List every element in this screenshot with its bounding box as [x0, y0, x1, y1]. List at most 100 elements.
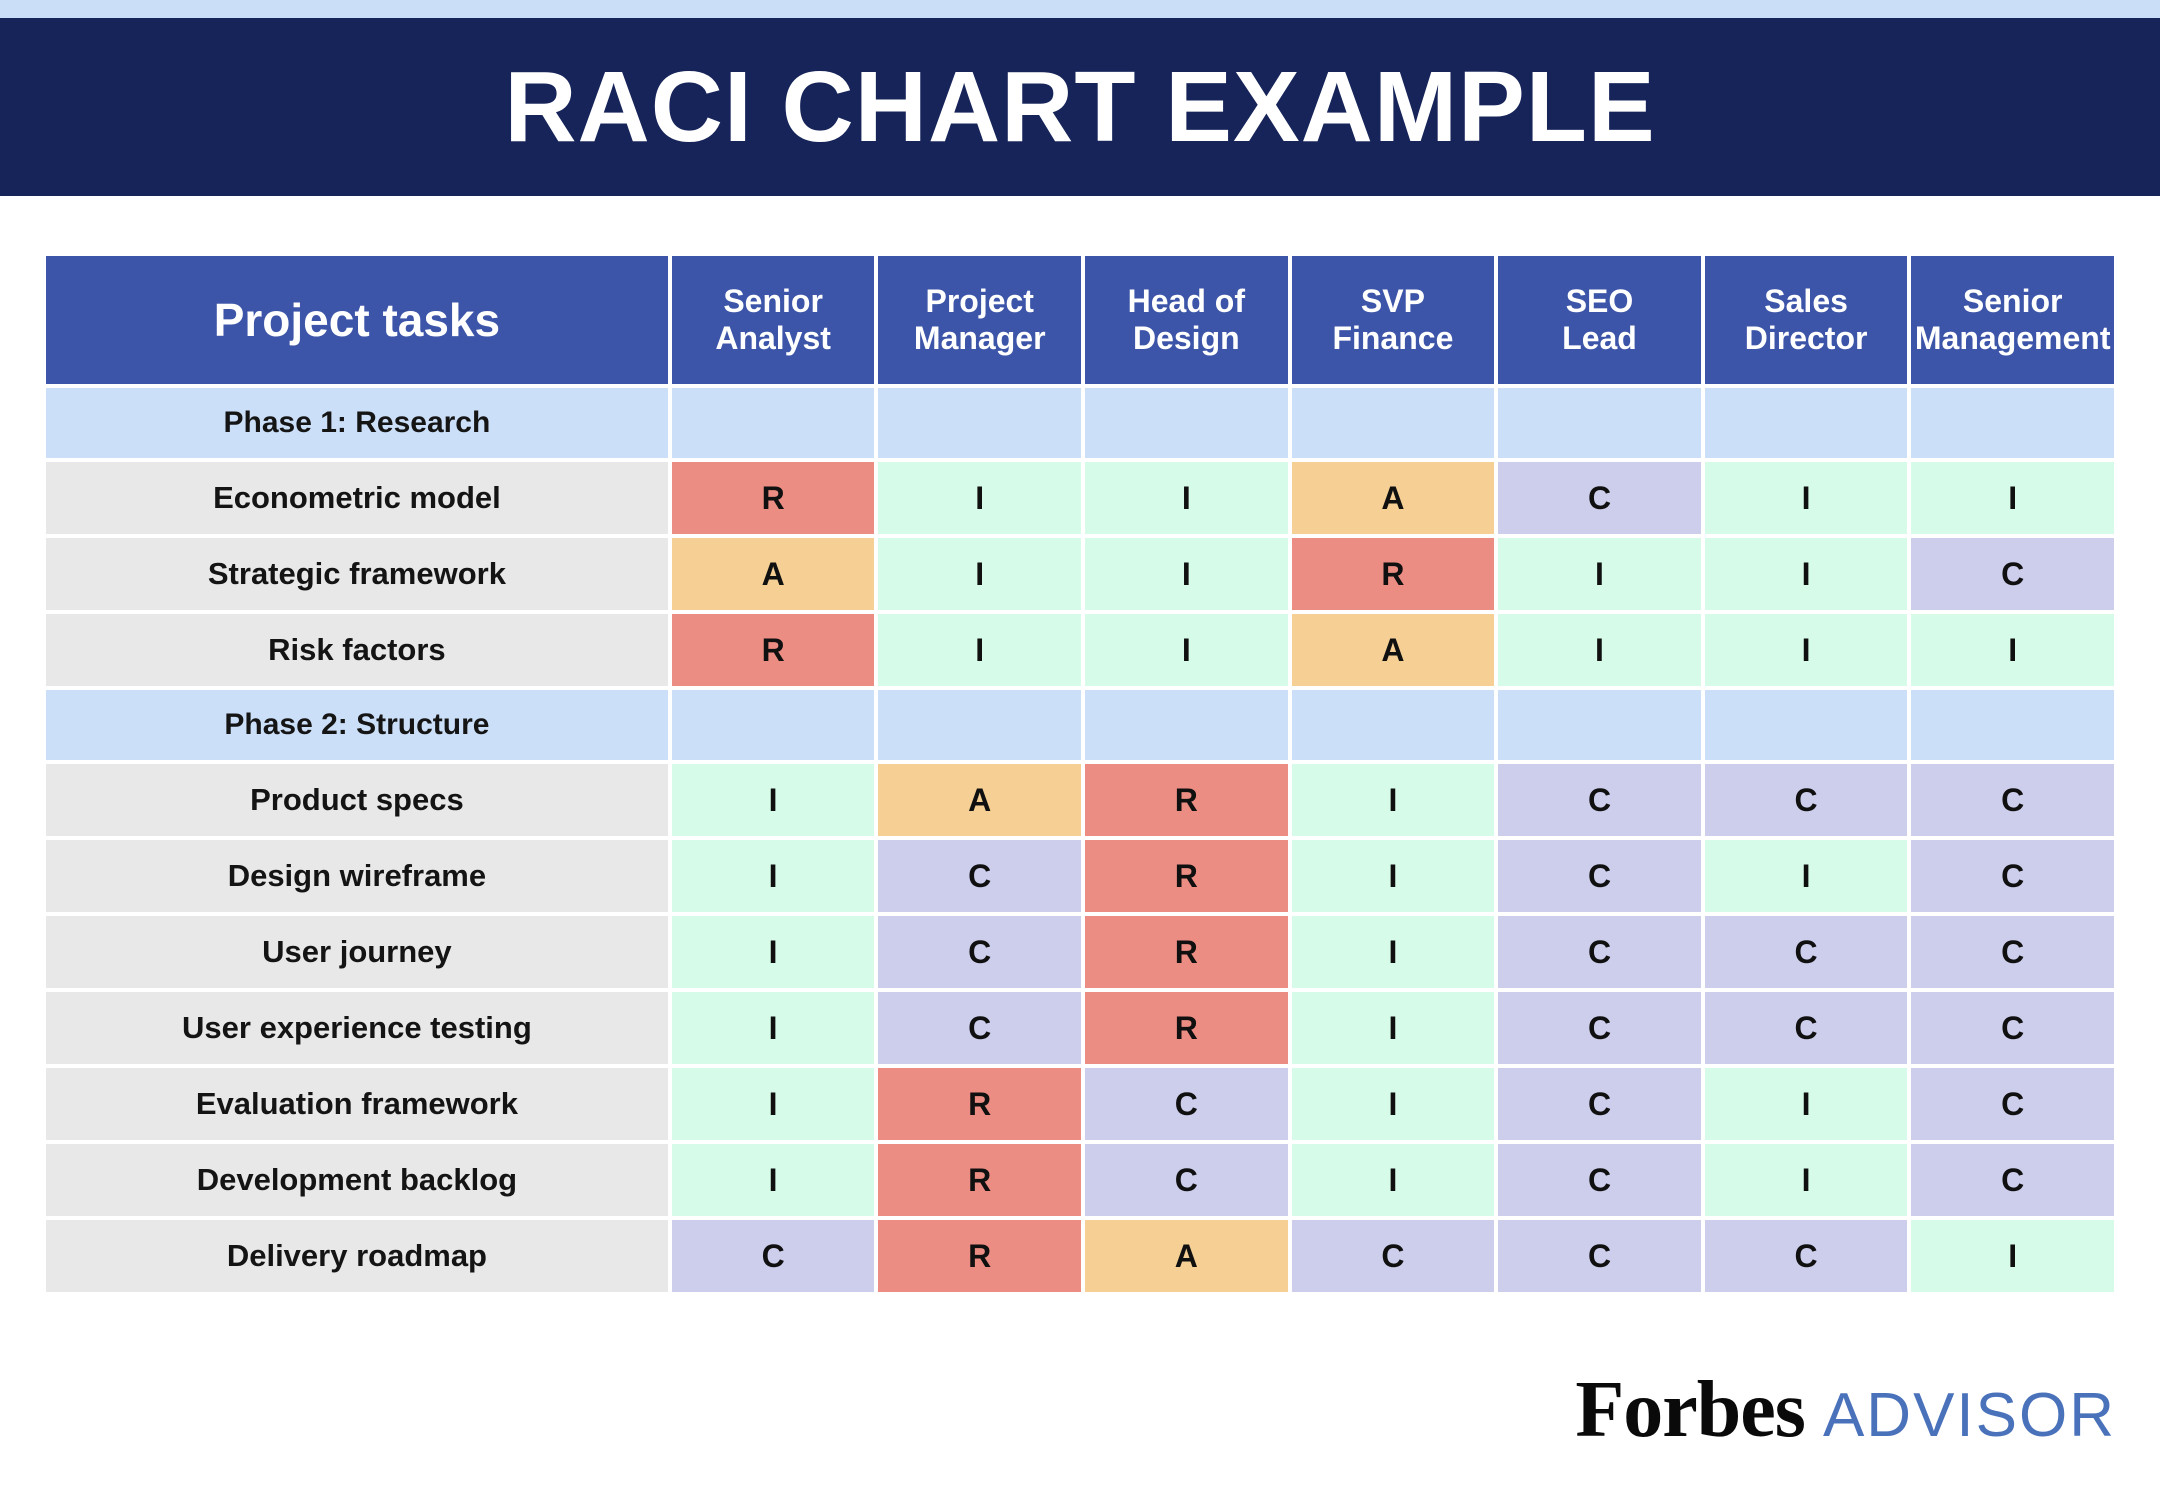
raci-cell-a: A: [671, 538, 875, 610]
column-header-project-manager: Project Manager: [878, 256, 1082, 384]
raci-cell-c: C: [671, 1220, 875, 1292]
raci-cell-c: C: [1498, 1144, 1701, 1216]
raci-cell-i: I: [1291, 1144, 1495, 1216]
raci-cell-i: I: [1085, 462, 1288, 534]
raci-cell-c: C: [1911, 538, 2114, 610]
advisor-wordmark: ADVISOR: [1822, 1381, 2116, 1450]
raci-cell-i: I: [1291, 764, 1495, 836]
raci-cell-i: I: [1911, 614, 2114, 686]
raci-cell-c: C: [1911, 1068, 2114, 1140]
raci-cell-c: C: [878, 916, 1082, 988]
raci-cell-a: A: [1085, 1220, 1288, 1292]
phase-blank-cell: [1085, 690, 1288, 760]
raci-cell-c: C: [1911, 916, 2114, 988]
phase-label: Phase 2: Structure: [46, 690, 668, 760]
raci-cell-i: I: [1911, 462, 2114, 534]
raci-cell-c: C: [878, 840, 1082, 912]
raci-cell-c: C: [1291, 1220, 1495, 1292]
raci-cell-i: I: [1704, 1068, 1908, 1140]
raci-cell-c: C: [1704, 764, 1908, 836]
header-line-1: Sales: [1764, 282, 1848, 319]
column-header-project-tasks: Project tasks: [46, 256, 668, 384]
raci-cell-r: R: [1085, 992, 1288, 1064]
phase-row: Phase 2: Structure: [46, 690, 2114, 760]
raci-cell-i: I: [1498, 614, 1701, 686]
phase-blank-cell: [1085, 388, 1288, 458]
forbes-advisor-logo: Forbes ADVISOR: [1575, 1370, 2116, 1450]
raci-cell-i: I: [1704, 538, 1908, 610]
raci-cell-c: C: [1498, 1068, 1701, 1140]
raci-cell-i: I: [671, 992, 875, 1064]
header-line-2: Lead: [1562, 320, 1637, 356]
task-name: Risk factors: [46, 614, 668, 686]
task-name: Product specs: [46, 764, 668, 836]
column-header-head-of-design: Head of Design: [1085, 256, 1288, 384]
phase-blank-cell: [878, 388, 1082, 458]
raci-cell-i: I: [1291, 992, 1495, 1064]
raci-cell-c: C: [1704, 1220, 1908, 1292]
column-header-svp-finance: SVP Finance: [1291, 256, 1495, 384]
header-line-2: Management: [1914, 320, 2111, 356]
header-line-1: Head of: [1127, 282, 1245, 319]
raci-cell-i: I: [671, 916, 875, 988]
raci-cell-c: C: [1498, 1220, 1701, 1292]
raci-cell-i: I: [1085, 538, 1288, 610]
raci-cell-c: C: [1085, 1144, 1288, 1216]
header-line-2: Finance: [1332, 320, 1454, 356]
phase-blank-cell: [1291, 690, 1495, 760]
raci-cell-i: I: [1291, 1068, 1495, 1140]
raci-cell-i: I: [1085, 614, 1288, 686]
header-line-1: Senior: [1962, 282, 2063, 319]
phase-blank-cell: [1291, 388, 1495, 458]
raci-cell-c: C: [1498, 764, 1701, 836]
raci-cell-i: I: [878, 462, 1082, 534]
phase-label: Phase 1: Research: [46, 388, 668, 458]
phase-blank-cell: [1911, 690, 2114, 760]
raci-cell-c: C: [1911, 840, 2114, 912]
header-line-1: SVP: [1360, 282, 1425, 319]
phase-row: Phase 1: Research: [46, 388, 2114, 458]
raci-cell-a: A: [1291, 614, 1495, 686]
raci-cell-r: R: [1291, 538, 1495, 610]
task-name: Development backlog: [46, 1144, 668, 1216]
raci-cell-c: C: [1704, 992, 1908, 1064]
raci-cell-i: I: [671, 1144, 875, 1216]
raci-cell-c: C: [1498, 916, 1701, 988]
raci-cell-a: A: [1291, 462, 1495, 534]
task-name: User experience testing: [46, 992, 668, 1064]
raci-cell-c: C: [878, 992, 1082, 1064]
task-name: Delivery roadmap: [46, 1220, 668, 1292]
raci-cell-r: R: [1085, 764, 1288, 836]
raci-cell-i: I: [671, 1068, 875, 1140]
raci-cell-c: C: [1911, 764, 2114, 836]
column-header-senior-management: Senior Management: [1911, 256, 2114, 384]
raci-cell-c: C: [1085, 1068, 1288, 1140]
raci-cell-a: A: [878, 764, 1082, 836]
raci-cell-r: R: [878, 1068, 1082, 1140]
task-name: Evaluation framework: [46, 1068, 668, 1140]
page-title: RACI CHART EXAMPLE: [504, 51, 1656, 163]
phase-blank-cell: [671, 388, 875, 458]
raci-cell-i: I: [878, 614, 1082, 686]
header-line-1: SEO: [1565, 282, 1634, 319]
raci-cell-i: I: [878, 538, 1082, 610]
column-header-seo-lead: SEO Lead: [1498, 256, 1701, 384]
raci-cell-c: C: [1911, 1144, 2114, 1216]
phase-blank-cell: [1911, 388, 2114, 458]
header-line-2: Director: [1744, 320, 1868, 356]
raci-cell-i: I: [671, 840, 875, 912]
raci-cell-c: C: [1498, 462, 1701, 534]
raci-cell-r: R: [1085, 840, 1288, 912]
phase-blank-cell: [1704, 388, 1908, 458]
phase-blank-cell: [671, 690, 875, 760]
raci-cell-i: I: [1704, 1144, 1908, 1216]
header-line-2: Analyst: [715, 320, 831, 356]
